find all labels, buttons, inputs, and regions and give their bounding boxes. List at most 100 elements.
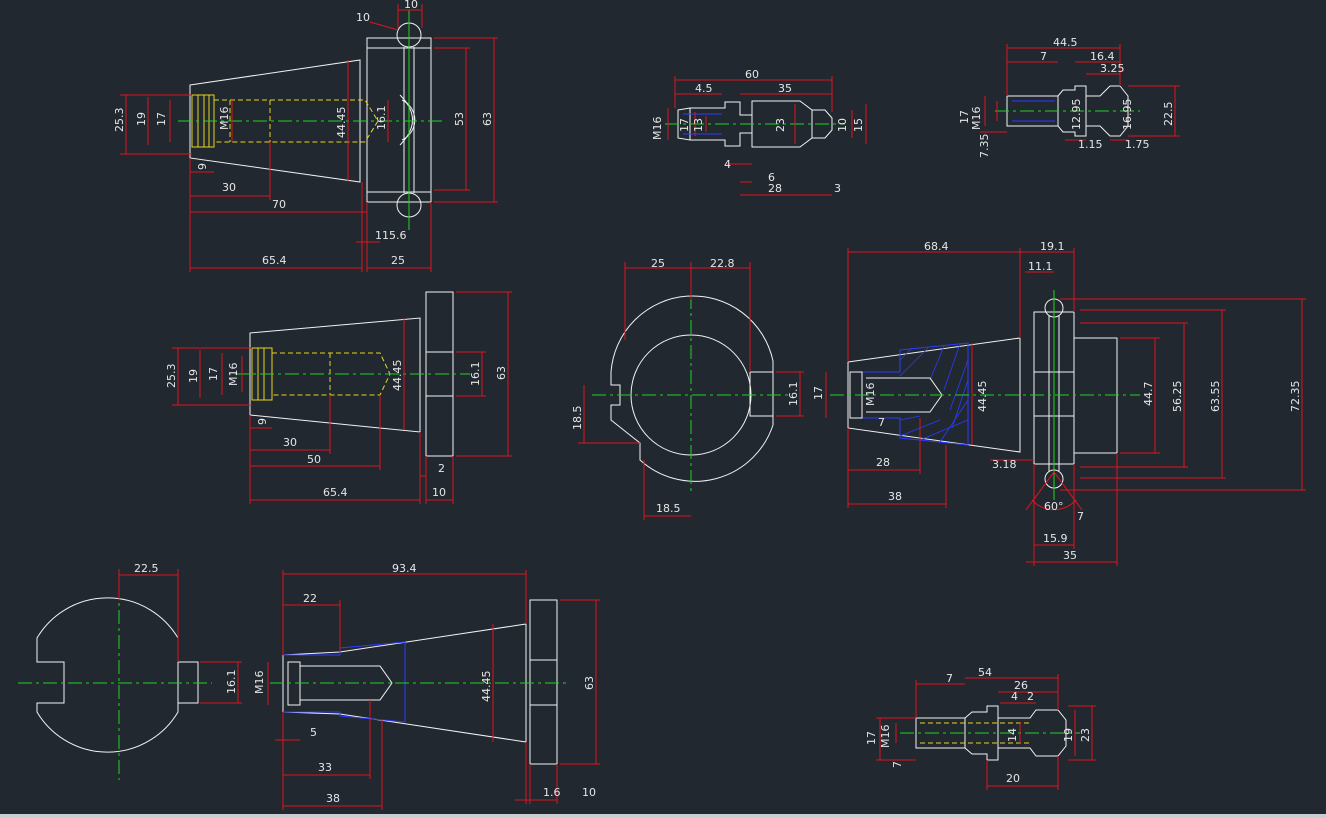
dim: 16.1 xyxy=(375,106,388,131)
dim: 19 xyxy=(187,369,200,383)
dim: 9 xyxy=(256,418,269,425)
dim: 10 xyxy=(404,0,418,11)
dim: 44.45 xyxy=(480,671,493,703)
dim: 3.18 xyxy=(992,458,1017,471)
dim: 93.4 xyxy=(392,562,417,575)
view-flange-end-bottom-left: 22.5 16.1 xyxy=(18,562,242,780)
dim: 5 xyxy=(310,726,317,739)
dim: 7 xyxy=(946,672,953,685)
dim: 16.1 xyxy=(225,670,238,695)
dim: 44.45 xyxy=(335,107,348,139)
view-holder-bottom-middle: 93.4 22 M16 44.45 63 5 33 38 1.6 10 xyxy=(253,562,600,810)
dim: 44.45 xyxy=(976,381,989,413)
dim: 7 xyxy=(878,416,885,429)
dim: 17 xyxy=(958,110,971,124)
dim: 22.5 xyxy=(1162,102,1175,127)
dim: 35 xyxy=(778,82,792,95)
dim: 2 xyxy=(438,462,445,475)
dim: 44.45 xyxy=(391,360,404,392)
dim: 19.1 xyxy=(1040,240,1065,253)
dim: 20 xyxy=(1006,772,1020,785)
dim: 70 xyxy=(272,198,286,211)
dim: 30 xyxy=(222,181,236,194)
dim: 15.9 xyxy=(1043,532,1068,545)
view-holder-middle-left: 25.3 19 17 M16 44.45 16.1 63 9 30 50 2 6… xyxy=(165,291,512,504)
dim: 28 xyxy=(876,456,890,469)
dim: 1.15 xyxy=(1078,138,1103,151)
dim: 1 xyxy=(375,229,382,242)
dim: 1.6 xyxy=(543,786,561,799)
dim: 7 xyxy=(891,761,904,768)
dim: M16 xyxy=(970,107,983,131)
dim: 4.5 xyxy=(695,82,713,95)
dim: 15 xyxy=(852,118,865,132)
dim: 15.6 xyxy=(382,229,407,242)
dim: 33 xyxy=(318,761,332,774)
dim: 60 xyxy=(745,68,759,81)
dim: 22 xyxy=(303,592,317,605)
dim: 16.95 xyxy=(1121,99,1134,131)
dim: 16.4 xyxy=(1090,50,1115,63)
dim: 50 xyxy=(307,453,321,466)
dim: 68.4 xyxy=(924,240,949,253)
dim: 38 xyxy=(326,792,340,805)
dim: 63.55 xyxy=(1209,381,1222,413)
dim: 63 xyxy=(495,366,508,380)
dim: 25.3 xyxy=(165,364,178,389)
dim: 44.5 xyxy=(1053,36,1078,49)
dim: 19 xyxy=(1062,728,1075,742)
dim: 14 xyxy=(1006,728,1019,742)
dim: 19 xyxy=(135,112,148,126)
dim: 26 xyxy=(1014,679,1028,692)
dim: 17 xyxy=(155,112,168,126)
dim: 60° xyxy=(1044,500,1064,513)
dim: 44.7 xyxy=(1142,382,1155,407)
dim: 17 xyxy=(678,118,691,132)
dim: 9 xyxy=(196,163,209,170)
dim: 2 xyxy=(1027,690,1034,703)
dim: 28 xyxy=(768,182,782,195)
dim: 30 xyxy=(283,436,297,449)
dim: 4 xyxy=(1011,690,1018,703)
dim: M16 xyxy=(864,383,877,407)
dim: 10 xyxy=(836,118,849,132)
dim: 17 xyxy=(865,731,878,745)
view-pull-stud-60: 60 4.5 35 M16 17 13 23 10 15 4 6 28 3 xyxy=(651,68,867,196)
dim: 10 xyxy=(432,486,446,499)
dim: 1.75 xyxy=(1125,138,1150,151)
dim: 18.5 xyxy=(656,502,681,515)
dim: M16 xyxy=(218,107,231,131)
dim: 72.35 xyxy=(1289,381,1302,413)
dim: 10 xyxy=(582,786,596,799)
dim: 3 xyxy=(834,182,841,195)
dim: 7.35 xyxy=(978,134,991,159)
dim: 4 xyxy=(724,158,731,171)
dim: 11.1 xyxy=(1028,260,1053,273)
dim: 65.4 xyxy=(323,486,348,499)
dim: 10 xyxy=(356,11,370,24)
dim: 53 xyxy=(453,112,466,126)
dim: 7 xyxy=(1040,50,1047,63)
dim: 16.1 xyxy=(787,382,800,407)
dim: 18.5 xyxy=(571,406,584,431)
dim: 65.4 xyxy=(262,254,287,267)
dim: 12.95 xyxy=(1070,99,1083,131)
dim: 3.25 xyxy=(1100,62,1125,75)
dim: 56.25 xyxy=(1171,381,1184,413)
dim: M16 xyxy=(879,725,892,749)
dim: 16.1 xyxy=(469,362,482,387)
dim: 25 xyxy=(391,254,405,267)
dim: 63 xyxy=(583,676,596,690)
dim: 13 xyxy=(692,118,705,132)
view-flange-end-center: 25 22.8 18.5 16.1 18.5 xyxy=(571,257,804,520)
dim: 7 xyxy=(1077,510,1084,523)
dim: 22.8 xyxy=(710,257,735,270)
dim: 17 xyxy=(812,386,825,400)
dim: 22.5 xyxy=(134,562,159,575)
dim: 23 xyxy=(774,118,787,132)
dim: 17 xyxy=(207,367,220,381)
dim: 6 xyxy=(768,171,775,184)
dim: 38 xyxy=(888,490,902,503)
dim: 23 xyxy=(1079,728,1092,742)
